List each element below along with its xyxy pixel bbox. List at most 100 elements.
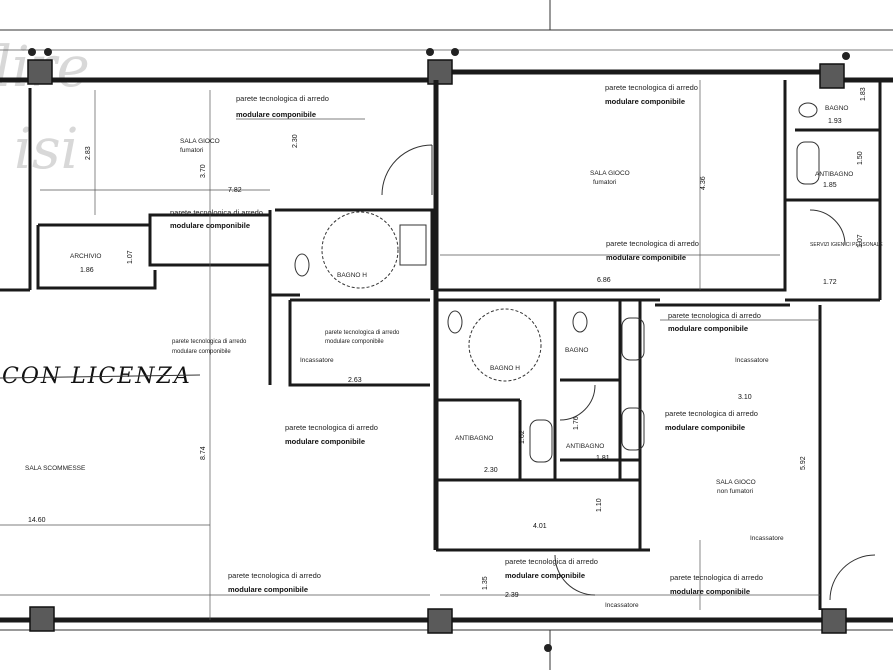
sink-icon <box>621 317 645 361</box>
note-line2: modulare componibile <box>236 110 316 119</box>
handwritten-underline <box>0 374 201 379</box>
dimension-label: 3.10 <box>738 394 752 401</box>
wheelchair-turning-circle <box>468 308 542 382</box>
dimension-label: 2.39 <box>505 592 519 599</box>
note-line2: modulare componibile <box>170 221 250 230</box>
dimension-label: 2.83 <box>85 146 92 160</box>
watermark-text-2: isi <box>14 117 79 182</box>
room-label: Incassatore <box>300 357 334 364</box>
column-marker <box>451 48 459 56</box>
note-line2: modulare componibile <box>505 571 585 580</box>
dimension-label: 8.74 <box>200 446 207 460</box>
servizi-walls <box>785 80 882 302</box>
left-wall <box>0 88 32 292</box>
column-bottom-mid <box>427 608 453 634</box>
room-label: ANTIBAGNO <box>566 443 604 450</box>
right-walls <box>655 303 822 610</box>
room-label: SALA GIOCO <box>716 479 756 486</box>
note-parete: parete tecnologica di arredo modulare co… <box>236 94 365 120</box>
sink-icon <box>399 224 427 266</box>
exterior-wall-top <box>0 69 893 83</box>
dimension-label: 1.86 <box>80 267 94 274</box>
toilet-icon <box>798 102 818 118</box>
archive-wall-lower <box>36 225 157 290</box>
note-line1: parete tecnologica di arredo <box>236 94 329 103</box>
room-label: fumatori <box>180 147 203 154</box>
room-label: BAGNO <box>565 347 588 354</box>
note-line2: modulare componibile <box>665 423 745 432</box>
toilet-icon <box>447 310 463 334</box>
dimension-label: 1.85 <box>823 182 837 189</box>
note-line1: parete tecnologica di arredo <box>228 571 321 580</box>
dimension-label: 1.07 <box>857 234 864 248</box>
room-label: Incassatore <box>750 535 784 542</box>
column-top-mid <box>427 59 453 85</box>
note-line2: modulare componibile <box>228 585 308 594</box>
middle-bath-walls <box>436 298 660 482</box>
note-parete: parete tecnologica di arredo modulare co… <box>665 409 758 432</box>
dimension-label: 1.72 <box>823 279 837 286</box>
wheelchair-turning-circle <box>321 211 399 289</box>
column-top-left <box>27 59 53 85</box>
bath-dividers <box>560 378 640 462</box>
note-parete: parete tecnologica di arredo modulare co… <box>285 423 378 446</box>
column-bottom-right <box>821 608 847 634</box>
door-arc <box>829 554 876 601</box>
room-label: ARCHIVIO <box>70 253 101 260</box>
note-line1: parete tecnologica di arredo <box>505 557 598 566</box>
note-line2: modulare componibile <box>668 324 748 333</box>
column-marker <box>544 644 552 652</box>
note-line2: modulare componibile <box>606 253 686 262</box>
column-top-right <box>819 63 845 89</box>
incasso-wall <box>288 298 430 387</box>
note-parete: parete tecnologica di arredo modulare co… <box>228 571 321 594</box>
room-label: BAGNO H <box>490 365 520 372</box>
note-parete: parete tecnologica di arredo modulare co… <box>670 573 763 596</box>
dimension-label: 1.76 <box>573 416 580 430</box>
dimension-label: 2.30 <box>292 134 299 148</box>
note-parete: parete tecnologica di arredo modulare co… <box>605 83 698 106</box>
dimension-label: 1.62 <box>519 430 526 444</box>
corridor-walls <box>436 300 650 552</box>
wc-left-wall <box>268 210 300 385</box>
room-label: Incassatore <box>605 602 639 609</box>
room-label: non fumatori <box>717 488 753 495</box>
sink-icon <box>796 141 820 185</box>
toilet-icon <box>572 311 588 333</box>
note-parete: parete tecnologica di arredo modulare co… <box>325 330 400 345</box>
note-line2: modulare componibile <box>670 587 750 596</box>
dimension-label: 5.92 <box>800 456 807 470</box>
wc-top-wall <box>275 208 434 290</box>
sink-icon <box>621 407 645 451</box>
dimension-label: 14.60 <box>28 517 46 524</box>
note-line2: modulare componibile <box>325 339 384 345</box>
room-label: fumatori <box>593 179 616 186</box>
room-label: Incassatore <box>735 357 769 364</box>
note-line1: parete tecnologica di arredo <box>325 330 400 336</box>
column-bottom-left <box>29 606 55 632</box>
note-parete: parete tecnologica di arredo modulare co… <box>172 339 247 355</box>
note-line2: modulare componibile <box>605 97 685 106</box>
column-marker <box>44 48 52 56</box>
note-line1: parete tecnologica di arredo <box>670 573 763 582</box>
room-label: SALA SCOMMESSE <box>25 465 86 472</box>
dimension-label: 1.35 <box>482 576 489 590</box>
note-line1: parete tecnologica di arredo <box>285 423 378 432</box>
note-line1: parete tecnologica di arredo <box>668 311 761 320</box>
toilet-icon <box>294 253 310 277</box>
dimension-label: 4.36 <box>700 176 707 190</box>
note-line1: parete tecnologica di arredo <box>170 208 263 217</box>
note-parete: parete tecnologica di arredo modulare co… <box>668 311 761 333</box>
dimension-label: 4.01 <box>533 523 547 530</box>
note-parete: parete tecnologica di arredo modulare co… <box>606 239 699 262</box>
room-label: BAGNO <box>825 105 848 112</box>
dimension-label: 1.81 <box>596 455 610 462</box>
door-arc <box>381 144 433 196</box>
column-marker <box>28 48 36 56</box>
room-label: ANTIBAGNO <box>455 435 493 442</box>
dimension-label: 1.10 <box>596 498 603 512</box>
room-label: SALA GIOCO <box>180 138 220 145</box>
dimension-label: 7.82 <box>228 187 242 194</box>
note-line1: parete tecnologica di arredo <box>606 239 699 248</box>
